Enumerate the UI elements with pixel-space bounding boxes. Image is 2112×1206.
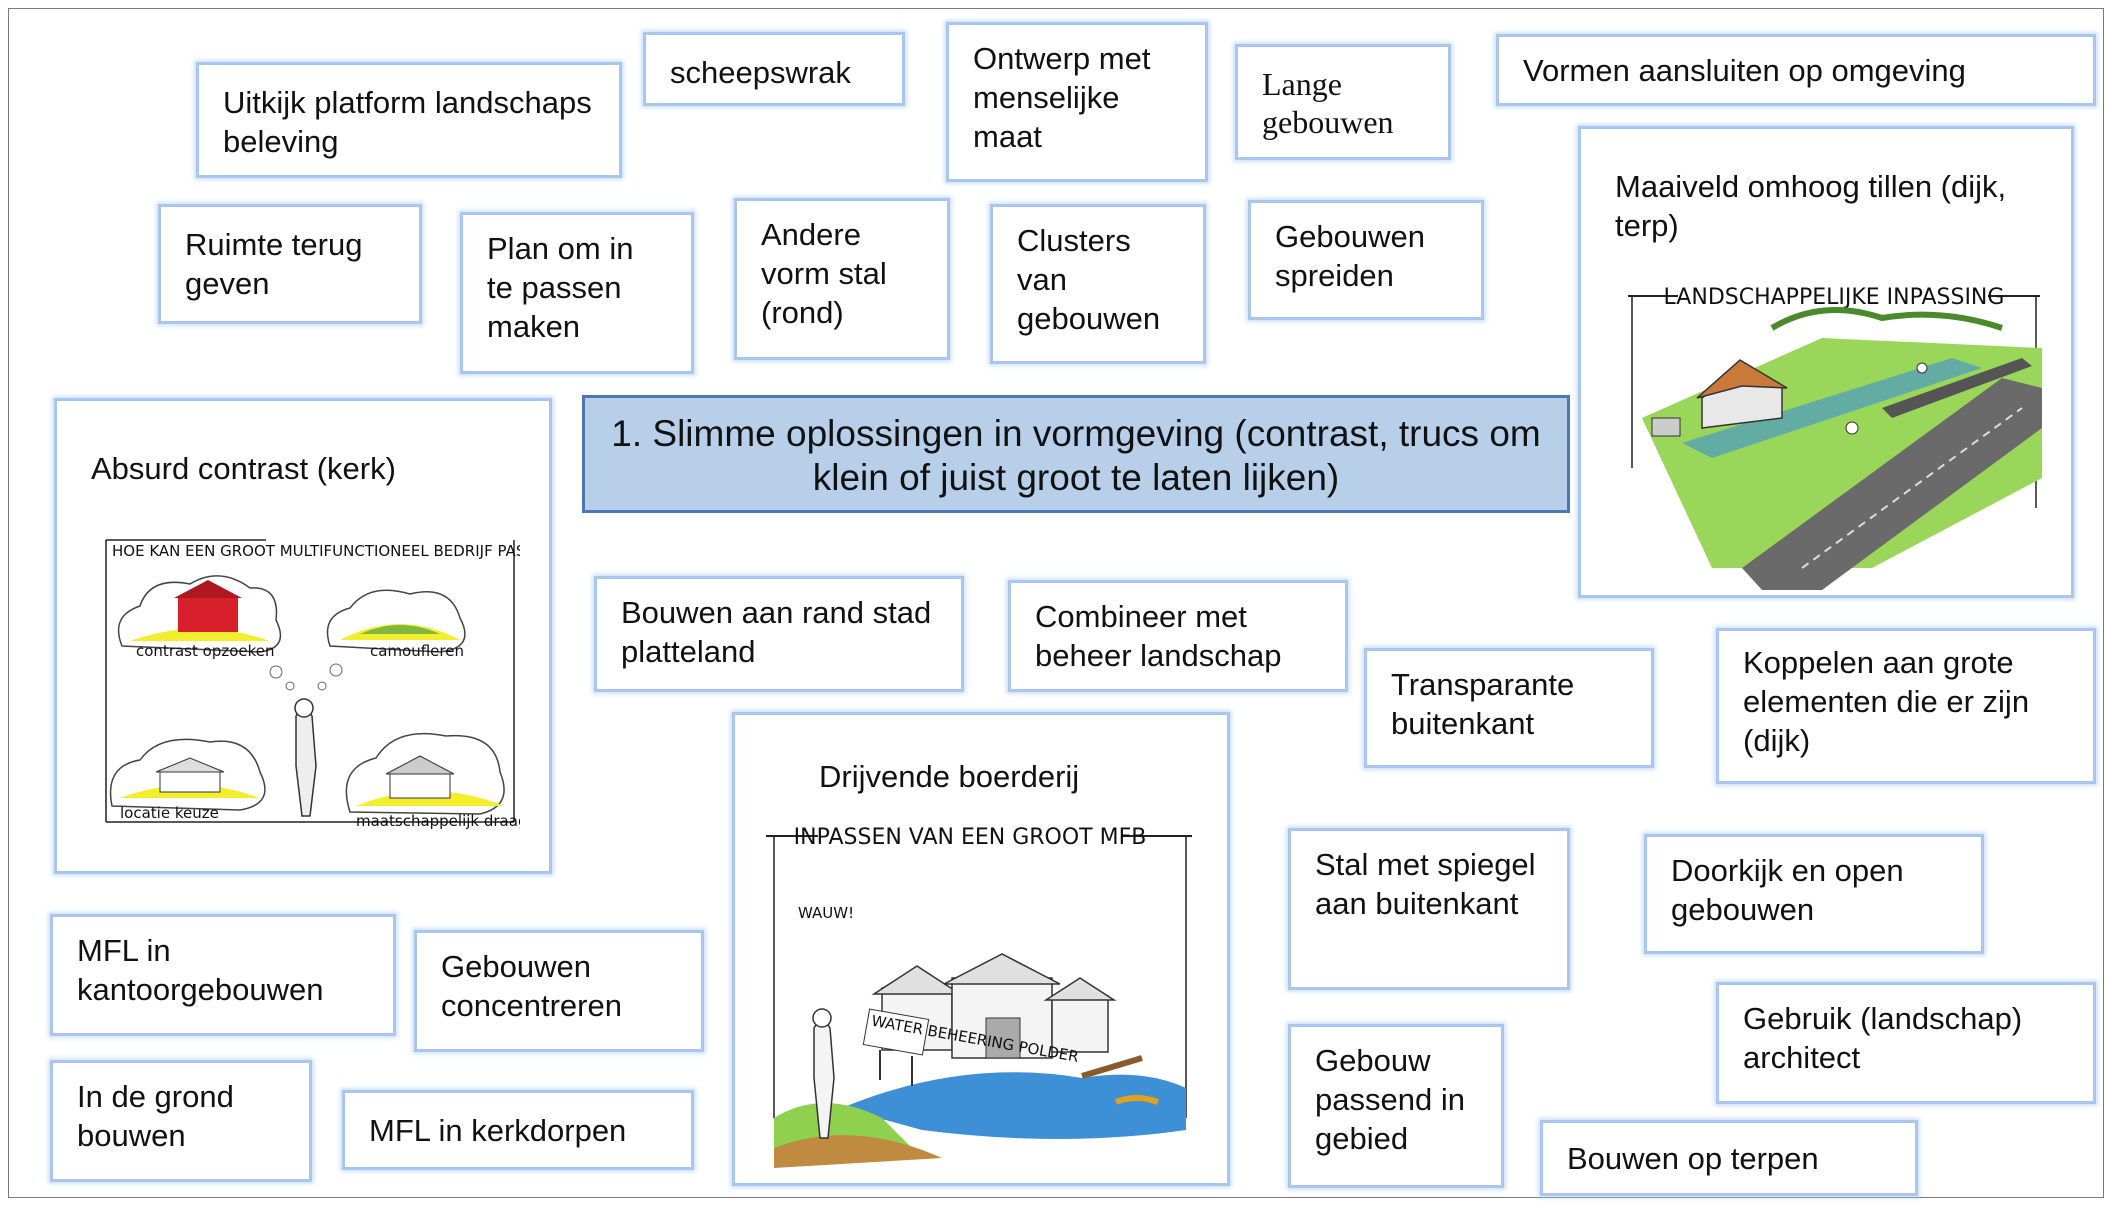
card-rand-stad[interactable]: Bouwen aan rand stad platteland bbox=[594, 576, 964, 692]
sketch-title: INPASSEN VAN EEN GROOT MFB bbox=[794, 825, 1147, 850]
card-text: Combineer met beheer landschap bbox=[1035, 599, 1282, 673]
card-mfl-kerkdorpen[interactable]: MFL in kerkdorpen bbox=[342, 1090, 694, 1170]
card-text: Koppelen aan grote elementen die er zijn… bbox=[1743, 645, 2030, 758]
label-contrast: contrast opzoeken bbox=[136, 642, 275, 660]
card-text: MFL in kantoorgebouwen bbox=[77, 933, 324, 1007]
card-uitkijk[interactable]: Uitkijk platform landschaps beleving bbox=[196, 62, 622, 178]
card-text: Bouwen aan rand stad platteland bbox=[621, 595, 932, 669]
card-andere-vorm[interactable]: Andere vorm stal (rond) bbox=[734, 198, 950, 360]
canvas-frame bbox=[8, 8, 2104, 1198]
card-scheepswrak[interactable]: scheepswrak bbox=[643, 32, 905, 106]
card-concentreren[interactable]: Gebouwen concentreren bbox=[414, 930, 704, 1052]
central-title: 1. Slimme oplossingen in vormgeving (con… bbox=[582, 395, 1570, 513]
card-text: Gebouwen spreiden bbox=[1275, 219, 1425, 293]
label-locatie: locatie keuze bbox=[120, 804, 219, 822]
card-gebouw-passend[interactable]: Gebouw passend in gebied bbox=[1288, 1024, 1504, 1188]
card-text: Ruimte terug geven bbox=[185, 227, 363, 301]
card-text: Maaiveld omhoog tillen (dijk, terp) bbox=[1615, 169, 2007, 243]
card-koppelen[interactable]: Koppelen aan grote elementen die er zijn… bbox=[1716, 628, 2096, 784]
sketch-drijvende-boerderij: INPASSEN VAN EEN GROOT MFB WATER BEHEERI… bbox=[762, 818, 1198, 1168]
card-text: Doorkijk en open gebouwen bbox=[1671, 853, 1904, 927]
card-text: Gebouwen concentreren bbox=[441, 949, 622, 1023]
card-text: Vormen aansluiten op omgeving bbox=[1523, 53, 1966, 88]
card-text: Transparante buitenkant bbox=[1391, 667, 1575, 741]
card-text: Drijvende boerderij bbox=[819, 759, 1080, 794]
card-in-de-grond[interactable]: In de grond bouwen bbox=[50, 1060, 312, 1182]
card-doorkijk[interactable]: Doorkijk en open gebouwen bbox=[1644, 834, 1984, 954]
card-text: Lange gebouwen bbox=[1262, 66, 1394, 140]
card-gebruik-architect[interactable]: Gebruik (landschap) architect bbox=[1716, 982, 2096, 1104]
sketch-title: LANDSCHAPPELIJKE INPASSING bbox=[1664, 285, 2005, 310]
card-ruimte-terug[interactable]: Ruimte terug geven bbox=[158, 204, 422, 324]
speech-text: WAUW! bbox=[798, 904, 854, 922]
card-text: Ontwerp met menselijke maat bbox=[973, 41, 1151, 154]
card-text: Gebouw passend in gebied bbox=[1315, 1043, 1465, 1156]
card-text: Bouwen op terpen bbox=[1567, 1141, 1819, 1176]
card-gebouwen-spreiden[interactable]: Gebouwen spreiden bbox=[1248, 200, 1484, 320]
label-camoufleren: camoufleren bbox=[370, 642, 464, 660]
card-vormen-aansluiten[interactable]: Vormen aansluiten op omgeving bbox=[1496, 34, 2096, 106]
card-clusters[interactable]: Clusters van gebouwen bbox=[990, 204, 1206, 364]
card-text: In de grond bouwen bbox=[77, 1079, 234, 1153]
card-stal-spiegel[interactable]: Stal met spiegel aan buitenkant bbox=[1288, 828, 1570, 990]
card-lange-gebouwen[interactable]: Lange gebouwen bbox=[1235, 44, 1451, 160]
label-draagvlak: maatschappelijk draagvlak creëren bbox=[356, 812, 520, 830]
card-mfl-kantoor[interactable]: MFL in kantoorgebouwen bbox=[50, 914, 396, 1036]
central-title-text: 1. Slimme oplossingen in vormgeving (con… bbox=[611, 413, 1541, 498]
card-transparante[interactable]: Transparante buitenkant bbox=[1364, 648, 1654, 768]
sketch-absurd-contrast: HOE KAN EEN GROOT MULTIFUNCTIONEEL BEDRI… bbox=[100, 536, 520, 832]
card-text: Plan om in te passen maken bbox=[487, 231, 634, 344]
sketch-landschappelijke-inpassing: LANDSCHAPPELIJKE INPASSING bbox=[1622, 268, 2046, 590]
card-combineer[interactable]: Combineer met beheer landschap bbox=[1008, 580, 1348, 692]
card-text: Stal met spiegel aan buitenkant bbox=[1315, 847, 1536, 921]
card-menselijke-maat[interactable]: Ontwerp met menselijke maat bbox=[946, 22, 1208, 182]
card-plan-inpassen[interactable]: Plan om in te passen maken bbox=[460, 212, 694, 374]
card-text: Clusters van gebouwen bbox=[1017, 223, 1161, 336]
card-text: Uitkijk platform landschaps beleving bbox=[223, 85, 592, 159]
card-terpen[interactable]: Bouwen op terpen bbox=[1540, 1120, 1918, 1196]
sketch-question: HOE KAN EEN GROOT MULTIFUNCTIONEEL BEDRI… bbox=[112, 542, 520, 560]
card-text: Gebruik (landschap) architect bbox=[1743, 1001, 2023, 1075]
card-text: scheepswrak bbox=[670, 55, 851, 90]
card-text: Absurd contrast (kerk) bbox=[91, 451, 396, 486]
card-text: MFL in kerkdorpen bbox=[369, 1113, 627, 1148]
card-text: Andere vorm stal (rond) bbox=[761, 217, 887, 330]
